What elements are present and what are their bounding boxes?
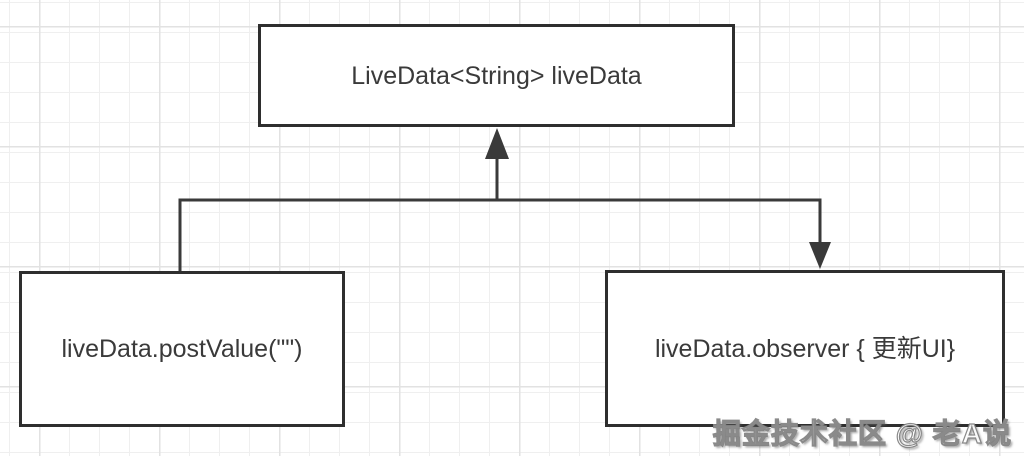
connector-branch-line (178, 198, 822, 271)
watermark: 掘金技术社区 @ 老A说 (712, 417, 1012, 449)
node-observer-label: liveData.observer { 更新UI} (654, 334, 956, 363)
node-livedata-label: LiveData<String> liveData (351, 61, 642, 90)
node-observer: liveData.observer { 更新UI} (605, 270, 1005, 427)
node-postvalue: liveData.postValue("") (19, 271, 345, 427)
node-postvalue-label: liveData.postValue("") (61, 335, 303, 363)
arrowhead-down-icon (809, 242, 831, 269)
node-livedata: LiveData<String> liveData (258, 24, 735, 127)
arrowhead-up-icon (485, 128, 509, 159)
